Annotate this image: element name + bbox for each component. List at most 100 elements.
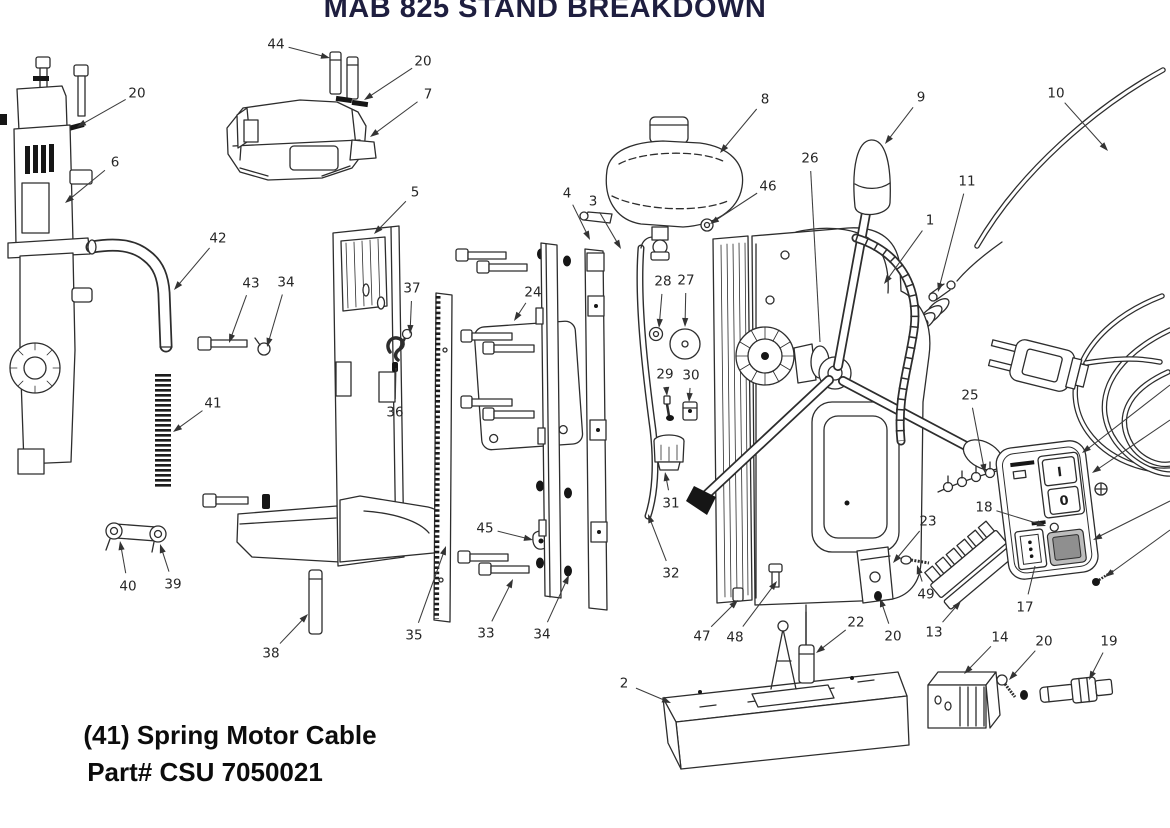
svg-text:13: 13 [925,625,942,641]
svg-text:49: 49 [917,587,934,603]
callout-2: 2 [620,676,671,703]
svg-text:11: 11 [958,174,975,190]
callout-43: 43 [229,276,260,343]
note-line-1: (41) Spring Motor Cable [83,720,376,750]
callout-3: 3 [589,194,621,249]
svg-text:8: 8 [761,92,770,108]
svg-text:31: 31 [662,496,679,512]
callout-39: 39 [159,544,182,593]
svg-text:28: 28 [654,274,671,290]
part-17-switch-panel: I 0 [995,440,1099,580]
callout-29: 29 [656,367,674,396]
svg-text:18: 18 [975,500,992,516]
callout-33: 33 [477,579,513,642]
callout-49: 49 [916,565,935,603]
svg-text:17: 17 [1016,600,1033,616]
part-29-screw [663,395,674,421]
callout-7: 7 [370,87,432,137]
callout-35: 35 [405,546,446,644]
svg-text:19: 19 [1100,634,1117,650]
part-35-rack [433,292,453,623]
svg-text:37: 37 [403,281,420,297]
callout-36: 36 [386,367,404,421]
svg-text:38: 38 [262,646,279,662]
panel-screws [1092,482,1114,586]
callout-44: 44 [267,37,330,59]
part-25-harness [937,461,1001,493]
note-line-2: Part# CSU 7050021 [87,757,323,787]
part-19-cable-gland [1039,676,1114,704]
svg-text:46: 46 [759,179,776,195]
svg-text:45: 45 [476,521,493,537]
callout-8: 8 [720,92,770,153]
part-7-cap [226,99,377,181]
callout-30: 30 [682,368,700,402]
svg-text:43: 43 [242,276,259,292]
gib-plate-bolts [460,329,535,421]
callout-40: 40 [118,541,137,595]
power-off-label: 0 [1059,493,1070,509]
part-43-bolt [197,336,248,351]
power-on-label: I [1056,465,1063,480]
callout-19: 19 [1089,634,1118,680]
svg-text:34: 34 [277,275,294,291]
part-27-disc [669,328,701,360]
callout-5: 5 [374,185,420,234]
callout-25: 25 [961,388,987,473]
svg-text:20: 20 [1035,634,1052,650]
callout-47: 47 [693,600,738,645]
callout-24: 24 [514,285,542,321]
part-22-connector [770,611,815,690]
part-13-terminal-block [924,520,1017,610]
part-20-screw-and-nut [996,674,1028,700]
svg-text:39: 39 [164,577,181,593]
svg-text:9: 9 [917,90,926,106]
svg-text:25: 25 [961,388,978,404]
part-49-screw [900,555,930,565]
part-8-tank [579,116,744,261]
callout-13: 13 [925,601,961,641]
callout-17: 17 [1016,565,1036,616]
page-title: MAB 825 STAND BREAKDOWN [324,0,767,24]
part-38-pin [308,569,323,635]
svg-text:35: 35 [405,628,422,644]
callout-45: 45 [476,521,533,541]
power-switch: I 0 [1037,451,1086,519]
callout-1: 1 [884,213,935,284]
part-4-rail [535,242,562,599]
part-18-pilot-hole [1049,522,1059,532]
callout-18: 18 [975,500,1046,527]
callout-48: 48 [726,581,777,646]
panel-connector [1014,528,1048,571]
svg-text:41: 41 [204,396,221,412]
part-14-bracket-box [927,671,1001,729]
svg-text:4: 4 [563,186,572,202]
svg-text:48: 48 [726,630,743,646]
callout-28: 28 [654,274,672,328]
svg-text:22: 22 [847,615,864,631]
callout-10: 10 [1047,86,1108,151]
part-6-motor-assembly [0,56,93,475]
part-44-pins [329,51,369,108]
part-28-washer [648,326,664,342]
part-5-column [202,225,447,567]
part-42-tube [85,238,173,353]
part-37-36-clip [386,328,413,372]
callout-41: 41 [173,396,222,432]
svg-text:1: 1 [926,213,935,229]
callout-38: 38 [262,614,308,662]
svg-text:24: 24 [524,285,541,301]
svg-text:20: 20 [128,86,145,102]
part-46-nut [700,218,714,232]
svg-text:29: 29 [656,367,673,383]
svg-text:3: 3 [589,194,598,210]
callout-4: 4 [563,186,590,240]
cutoff-callout-leaders [1082,384,1170,577]
callout-34: 34 [533,575,569,643]
svg-text:10: 10 [1047,86,1064,102]
callout-11: 11 [937,174,976,292]
svg-text:44: 44 [267,37,284,53]
svg-text:5: 5 [411,185,420,201]
